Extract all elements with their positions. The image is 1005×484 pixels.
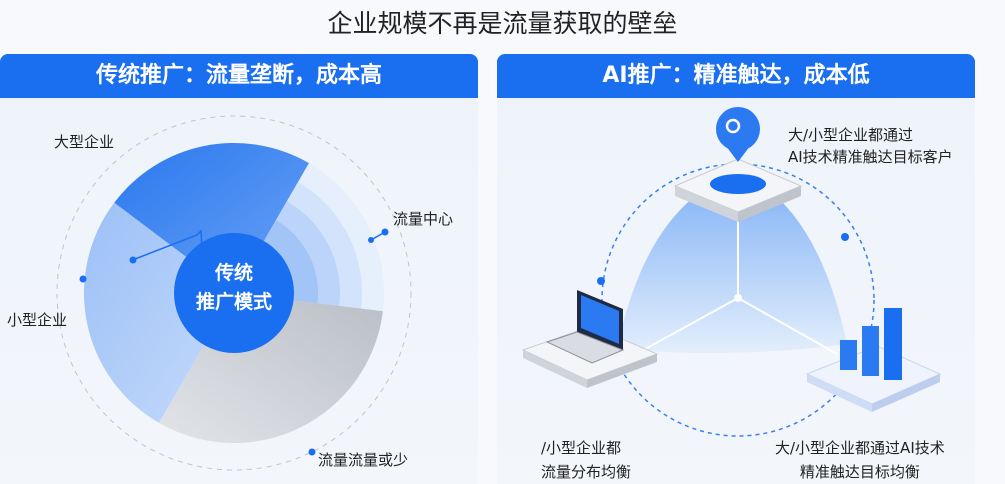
sector-small-enterprise [84,202,234,423]
label-less-traffic: 流量流量或少 [318,451,409,469]
ai-header: AI推广：精准触达，成本低 [497,54,975,98]
center-label: 传统 推广模式 [174,259,294,317]
label-small-enterprise: 小型企业 [7,311,68,329]
center-line2: 推广模式 [195,291,272,313]
left-caption-line1: /小型企业都 [541,439,622,457]
right-caption-line2: 精准触达目标均衡 [799,463,920,481]
traditional-pie [56,115,412,471]
page-title: 企业规模不再是流量获取的壁垒 [327,9,678,38]
top-caption-line1: 大/小型企业都通过 [788,126,914,144]
traditional-header: 传统推广：流量垄断，成本高 [0,54,478,98]
left-caption-line2: 流量分布均衡 [541,463,632,481]
sector-large-enterprise [114,143,309,293]
ai-panel: AI推广：精准触达，成本低 大/小型企业都通过 AI技术精准触达目标客户 /小型… [497,54,975,484]
top-caption-line2: AI技术精准触达目标客户 [788,148,953,166]
label-large-enterprise: 大型企业 [54,133,115,151]
bar-chart-platform [805,308,942,412]
label-traffic-center: 流量中心 [393,210,454,228]
laptop-platform [521,290,659,388]
top-caption: 大/小型企业都通过 AI技术精准触达目标客户 [788,124,953,168]
center-line1: 传统 [214,262,253,284]
traditional-panel: 传统推广：流量垄断，成本高 传统 推广模式 大型企业 流量中心 小型企业 流量流… [0,54,478,484]
right-caption-line1: 大/小型企业都通过AI技术 [775,439,945,457]
location-pin-platform [673,107,803,222]
center-circle [174,233,294,353]
ai-diagram [521,107,942,437]
